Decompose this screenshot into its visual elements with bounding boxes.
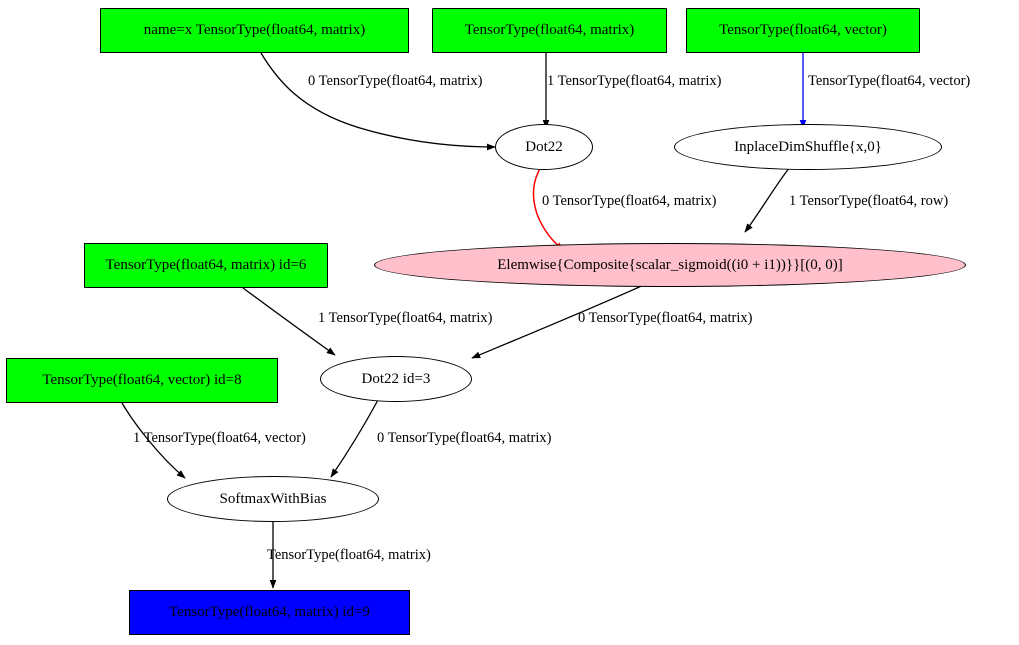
node-label: TensorType(float64, vector) id=8 [42,372,242,388]
node-apply-elemwise-composite[interactable]: Elemwise{Composite{scalar_sigmoid((i0 + … [374,243,966,287]
node-apply-dot22[interactable]: Dot22 [495,124,593,170]
edge-label-softmax-to-output: TensorType(float64, matrix) [267,547,431,563]
edge-dot22-to-elemwise [532,166,565,251]
node-variable-w2-input[interactable]: TensorType(float64, matrix) id=6 [84,243,328,288]
edge-label-x-to-dot22: 0 TensorType(float64, matrix) [308,73,483,89]
edge-label-w2-to-dot22id3: 1 TensorType(float64, matrix) [318,310,493,326]
edge-label-dot22-to-elemwise: 0 TensorType(float64, matrix) [542,193,717,209]
node-variable-b2-input[interactable]: TensorType(float64, vector) id=8 [6,358,278,403]
edge-dot22id3-to-softmax [330,399,379,478]
node-label: SoftmaxWithBias [219,490,327,507]
node-label: TensorType(float64, matrix) id=9 [169,604,370,620]
node-variable-output[interactable]: TensorType(float64, matrix) id=9 [129,590,410,635]
edge-x-to-dot22 [260,52,496,151]
node-label: TensorType(float64, vector) [719,22,887,38]
edge-dimshuffle-to-elemwise [744,166,791,233]
node-apply-softmax-with-bias[interactable]: SoftmaxWithBias [167,476,379,522]
node-variable-x-input[interactable]: name=x TensorType(float64, matrix) [100,8,409,53]
edge-elemwise-to-dot22id3 [471,282,649,359]
node-variable-w1-input[interactable]: TensorType(float64, matrix) [432,8,667,53]
node-label: InplaceDimShuffle{x,0} [734,138,882,155]
node-apply-dot22-id3[interactable]: Dot22 id=3 [320,356,472,402]
edge-label-elemwise-to-dot22id3: 0 TensorType(float64, matrix) [578,310,753,326]
edge-label-b1-to-dimshuffle: TensorType(float64, vector) [808,73,971,89]
node-label: Elemwise{Composite{scalar_sigmoid((i0 + … [497,256,843,273]
edge-w2-to-dot22id3 [242,287,336,356]
node-variable-b1-input[interactable]: TensorType(float64, vector) [686,8,920,53]
edge-label-dimshuffle-to-elemwise: 1 TensorType(float64, row) [789,193,949,209]
edge-label-w1-to-dot22: 1 TensorType(float64, matrix) [547,73,722,89]
edge-b2-to-softmax [121,402,186,479]
edge-label-dot22id3-to-softmax: 0 TensorType(float64, matrix) [377,430,552,446]
node-label: Dot22 [525,138,563,155]
node-label: TensorType(float64, matrix) [464,22,635,38]
edge-label-b2-to-softmax: 1 TensorType(float64, vector) [133,430,306,446]
node-label: name=x TensorType(float64, matrix) [143,22,366,38]
node-label: Dot22 id=3 [361,370,431,387]
node-label: TensorType(float64, matrix) id=6 [105,257,307,273]
node-apply-inplace-dimshuffle[interactable]: InplaceDimShuffle{x,0} [674,124,942,170]
